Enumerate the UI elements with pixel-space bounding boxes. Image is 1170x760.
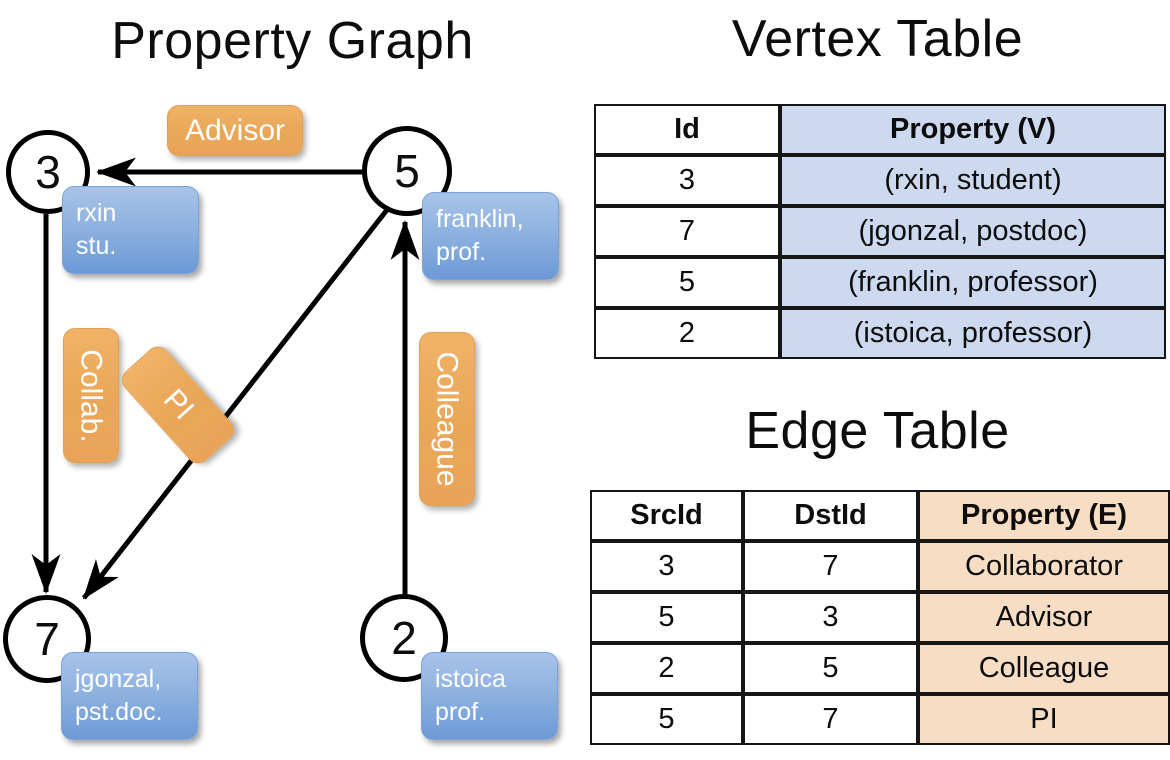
edge-table-cell-dstid: 7	[743, 694, 918, 745]
vertex-node-7-label: 7	[34, 613, 60, 665]
page-title-property-graph: Property Graph	[111, 12, 474, 70]
graph-edge-lines	[31, 157, 420, 600]
vertex-table-cell-property: (rxin, student)	[780, 155, 1166, 206]
edge-table-cell-dstid: 7	[743, 541, 918, 592]
vertex-table: Id Property (V) 3 (rxin, student) 7 (jgo…	[594, 104, 1166, 359]
edge-table-cell-srcid: 5	[590, 694, 743, 745]
edge-table-cell-srcid: 2	[590, 643, 743, 694]
edge-table-cell-property: Advisor	[918, 592, 1170, 643]
property-graph-diagram: 3 5 7 2 rxin stu. franklin, prof. jgonza…	[3, 105, 559, 740]
table-row: 2 5 Colleague	[590, 643, 1170, 694]
table-row: 5 7 PI	[590, 694, 1170, 745]
page-title-edge-table: Edge Table	[745, 402, 1010, 460]
vertex-table-cell-property: (franklin, professor)	[780, 257, 1166, 308]
vertex-property-5-line1: franklin,	[436, 205, 524, 233]
edge-table-header-dstid: DstId	[743, 490, 918, 541]
table-row: 2 (istoica, professor)	[594, 308, 1166, 359]
vertex-property-box-5: franklin, prof.	[422, 192, 559, 280]
vertex-property-2-line2: prof.	[435, 698, 486, 726]
vertex-table-cell-id: 5	[594, 257, 780, 308]
edge-label-collab-text: Collab.	[75, 348, 109, 443]
edge-table: SrcId DstId Property (E) 3 7 Collaborato…	[590, 490, 1170, 745]
vertex-property-2-line1: istoica	[435, 665, 506, 693]
edge-label-colleague: Colleague	[419, 332, 475, 506]
vertex-property-3-line1: rxin	[76, 199, 117, 227]
edge-table-cell-dstid: 3	[743, 592, 918, 643]
edge-label-pi-text: PI	[156, 383, 201, 427]
edge-table-cell-dstid: 5	[743, 643, 918, 694]
edge-table-cell-property: PI	[918, 694, 1170, 745]
vertex-table-header-property: Property (V)	[780, 104, 1166, 155]
vertex-node-3-label: 3	[35, 146, 61, 198]
vertex-table-cell-id: 3	[594, 155, 780, 206]
edge-label-advisor: Advisor	[167, 105, 303, 156]
vertex-table-cell-id: 7	[594, 206, 780, 257]
vertex-property-7-line1: jgonzal,	[75, 665, 162, 693]
vertex-table-cell-id: 2	[594, 308, 780, 359]
edge-table-cell-property: Colleague	[918, 643, 1170, 694]
vertex-node-2-label: 2	[391, 612, 417, 664]
vertex-table-cell-property: (jgonzal, postdoc)	[780, 206, 1166, 257]
vertex-node-5[interactable]: 5	[362, 126, 452, 216]
vertex-property-box-3: rxin stu.	[62, 186, 199, 274]
edge-table-header-srcid: SrcId	[590, 490, 743, 541]
edge-label-collab: Collab.	[63, 328, 119, 463]
vertex-node-5-label: 5	[394, 145, 420, 197]
table-row: 7 (jgonzal, postdoc)	[594, 206, 1166, 257]
vertex-property-7-line2: pst.doc.	[75, 698, 163, 726]
page-title-vertex-table: Vertex Table	[731, 10, 1024, 68]
table-row: 3 7 Collaborator	[590, 541, 1170, 592]
edge-table-cell-srcid: 3	[590, 541, 743, 592]
table-row: 3 (rxin, student)	[594, 155, 1166, 206]
vertex-property-box-2: istoica prof.	[421, 652, 558, 740]
edge-table-header-property: Property (E)	[918, 490, 1170, 541]
edge-line-5-to-7	[82, 204, 392, 600]
vertex-property-3-line2: stu.	[76, 232, 117, 260]
table-row: 5 (franklin, professor)	[594, 257, 1166, 308]
table-row: 5 3 Advisor	[590, 592, 1170, 643]
edge-table-cell-property: Collaborator	[918, 541, 1170, 592]
edge-table-cell-srcid: 5	[590, 592, 743, 643]
vertex-property-box-7: jgonzal, pst.doc.	[61, 652, 198, 740]
edge-table-header-row: SrcId DstId Property (E)	[590, 490, 1170, 541]
vertex-table-header-row: Id Property (V)	[594, 104, 1166, 155]
edge-label-colleague-text: Colleague	[431, 351, 465, 487]
vertex-node-2[interactable]: 2	[360, 594, 448, 682]
edge-label-advisor-text: Advisor	[184, 113, 286, 147]
vertex-table-cell-property: (istoica, professor)	[780, 308, 1166, 359]
vertex-table-header-id: Id	[594, 104, 780, 155]
vertex-property-5-line2: prof.	[436, 238, 487, 266]
